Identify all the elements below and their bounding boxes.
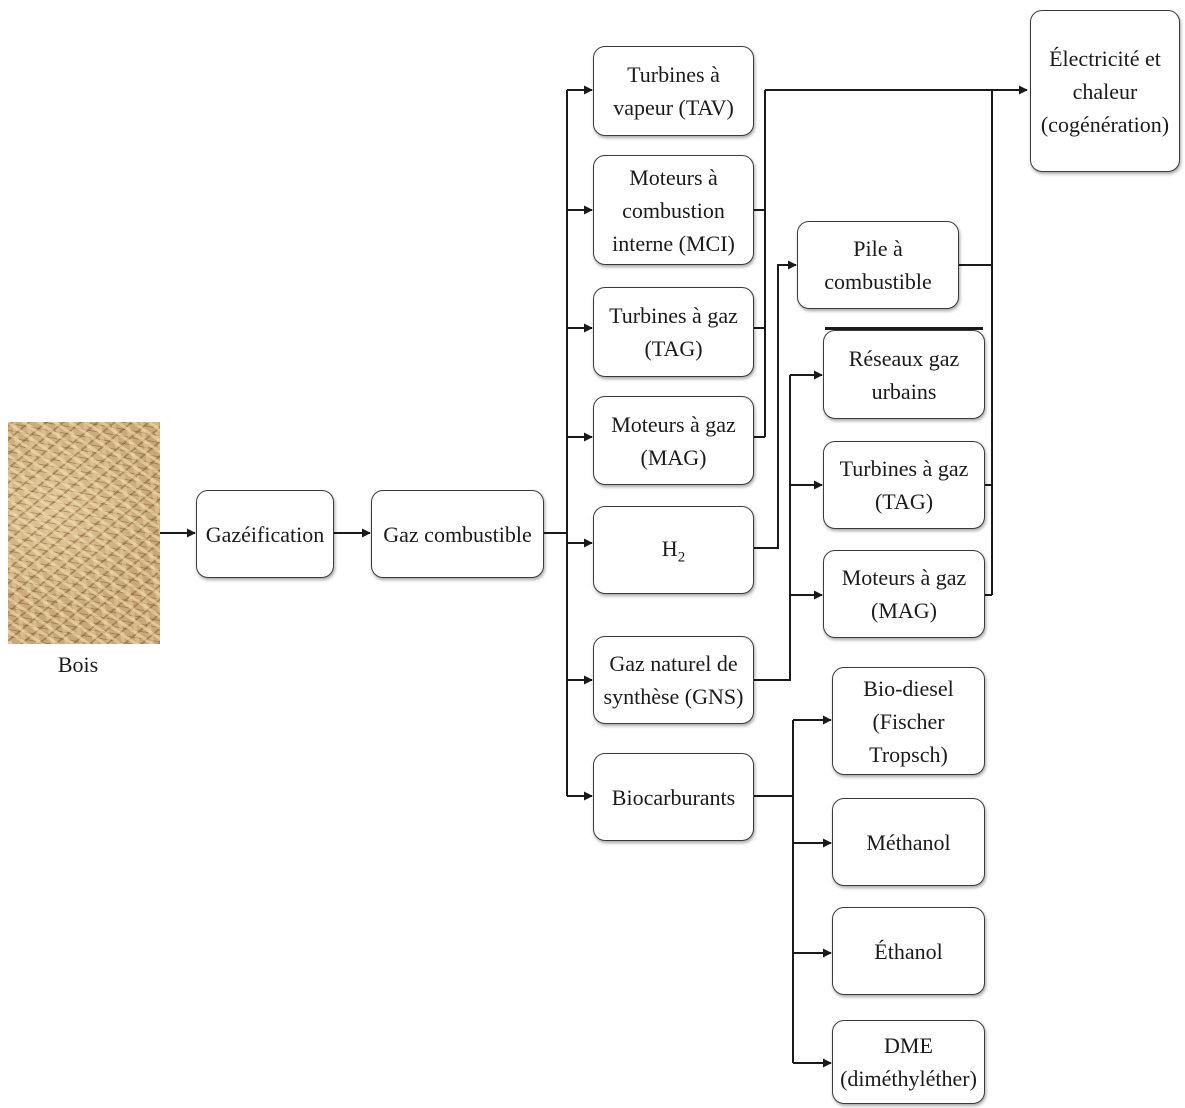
gas-turbine-2-node: Turbines à gaz(TAG) bbox=[823, 441, 985, 529]
methanol-node: Méthanol bbox=[832, 798, 985, 886]
divider-line bbox=[825, 327, 983, 330]
wood-chips-image bbox=[8, 422, 160, 644]
gas-engine-2-node: Moteurs à gaz(MAG) bbox=[823, 550, 985, 638]
fuel-gas-node: Gaz combustible bbox=[371, 490, 544, 578]
gas-engine-node: Moteurs à gaz(MAG) bbox=[593, 396, 754, 485]
gas-turbine-node: Turbines à gaz(TAG) bbox=[593, 287, 754, 377]
ethanol-node: Éthanol bbox=[832, 907, 985, 995]
dme-node: DME(diméthyléther) bbox=[832, 1020, 985, 1104]
hydrogen-node: H2 bbox=[593, 506, 754, 594]
wood-caption: Bois bbox=[57, 652, 99, 677]
gasification-node: Gazéification bbox=[196, 490, 334, 578]
biofuels-node: Biocarburants bbox=[593, 753, 754, 841]
